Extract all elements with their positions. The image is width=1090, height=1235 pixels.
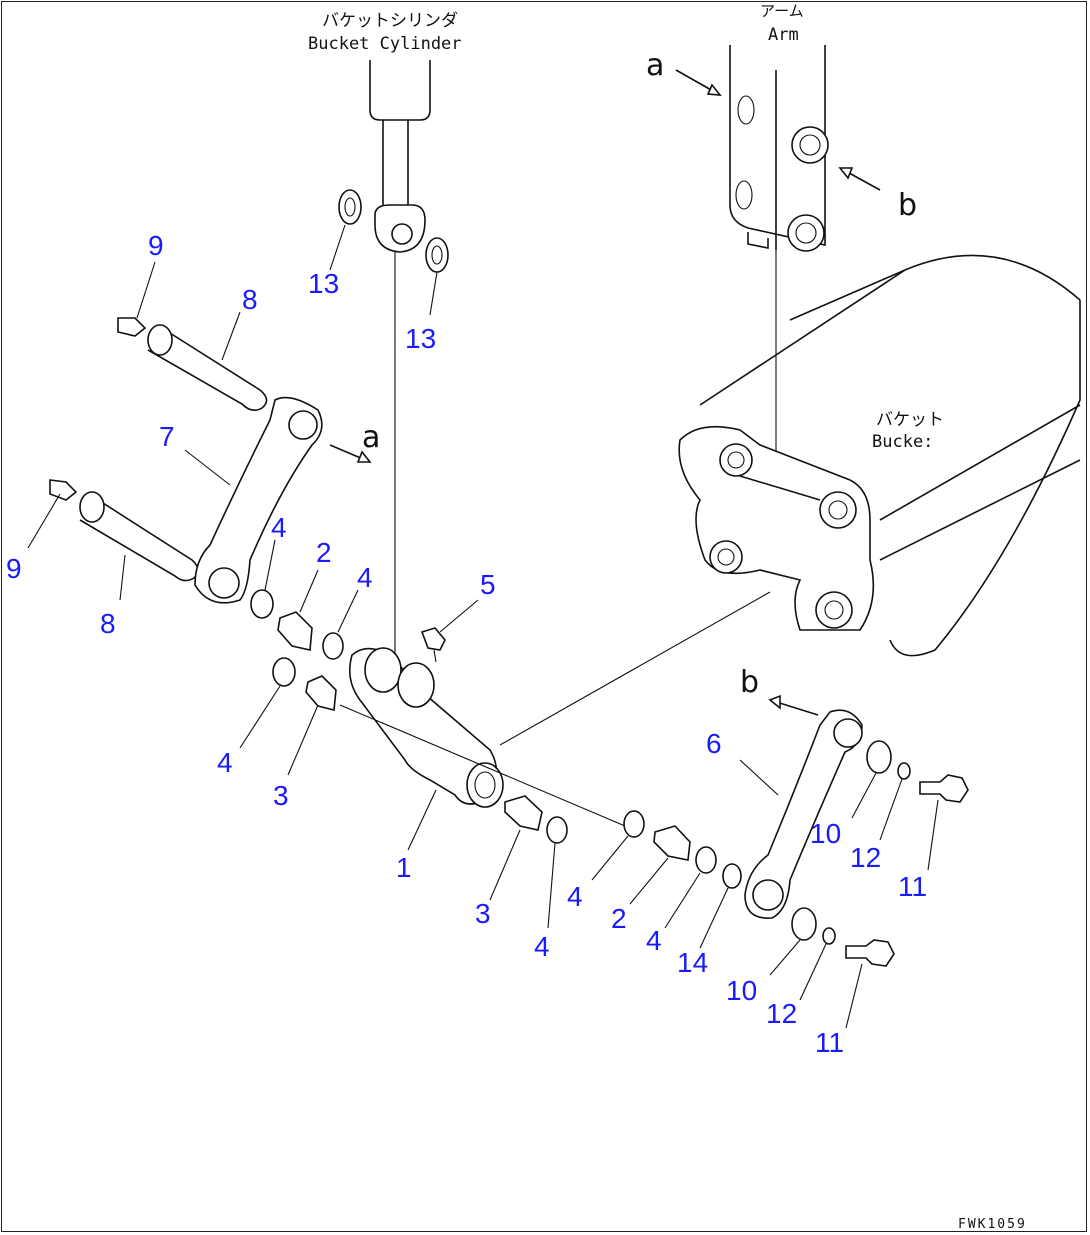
view-letter-b-link: b	[740, 665, 759, 700]
callout-13: 13	[308, 268, 339, 299]
link-7	[194, 396, 323, 604]
callout-2: 2	[611, 903, 627, 934]
seals-4	[250, 589, 717, 874]
view-letter-a-link: a	[362, 420, 380, 455]
view-arrows	[329, 69, 881, 716]
callout-8: 8	[100, 608, 116, 639]
link-6	[744, 709, 863, 919]
drawing-code: FWK1059	[958, 1217, 1027, 1232]
callout-11: 11	[815, 1027, 844, 1058]
grease-fitting-5	[420, 627, 446, 663]
bucket-cylinder	[369, 60, 431, 665]
callout-4: 4	[567, 881, 583, 912]
pins-8	[79, 324, 268, 582]
part-callouts: 1 2 2 3 3 4 4 4 4 4 4 5 6 7 8 8 9 9 10 1…	[6, 230, 927, 1058]
callout-8: 8	[242, 284, 258, 315]
callout-2: 2	[316, 537, 332, 568]
callout-1: 1	[396, 852, 412, 883]
bucket	[499, 254, 1081, 746]
label-bucket-cylinder-jp: バケットシリンダ	[322, 11, 458, 31]
callout-9: 9	[148, 230, 164, 261]
washers-10-12	[791, 740, 911, 945]
callout-12: 12	[850, 842, 881, 873]
callout-13: 13	[405, 323, 436, 354]
callout-4: 4	[534, 931, 550, 962]
label-bucket-jp: バケット	[876, 410, 944, 430]
view-letter-a-top: a	[646, 48, 664, 83]
callout-7: 7	[159, 421, 175, 452]
lever-1	[339, 647, 626, 827]
callout-9: 9	[6, 553, 22, 584]
component-labels: バケットシリンダ Bucket Cylinder アーム Arm バケット Bu…	[308, 2, 1027, 1232]
arm	[729, 45, 829, 460]
label-bucket-cylinder-en: Bucket Cylinder	[308, 34, 462, 54]
callout-4: 4	[357, 562, 373, 593]
callout-10: 10	[810, 818, 841, 849]
label-arm-jp: アーム	[760, 2, 804, 20]
callout-11: 11	[898, 871, 927, 902]
grease-fittings-9	[49, 317, 147, 501]
view-letter-b-arm: b	[898, 188, 917, 223]
callout-6: 6	[706, 728, 722, 759]
callout-3: 3	[475, 898, 491, 929]
callout-4: 4	[217, 747, 233, 778]
callout-3: 3	[273, 780, 289, 811]
washers-13	[338, 189, 449, 273]
callout-14: 14	[677, 947, 708, 978]
callout-4: 4	[271, 512, 287, 543]
callout-10: 10	[726, 975, 757, 1006]
shim-14	[722, 863, 742, 889]
callout-12: 12	[766, 998, 797, 1029]
leader-lines	[27, 224, 939, 1029]
label-bucket-en: Bucke:	[872, 432, 933, 452]
bolts-11	[845, 774, 969, 967]
callout-4: 4	[646, 925, 662, 956]
callout-5: 5	[480, 569, 496, 600]
label-arm-en: Arm	[768, 25, 799, 45]
bushings-2-3	[277, 611, 691, 861]
